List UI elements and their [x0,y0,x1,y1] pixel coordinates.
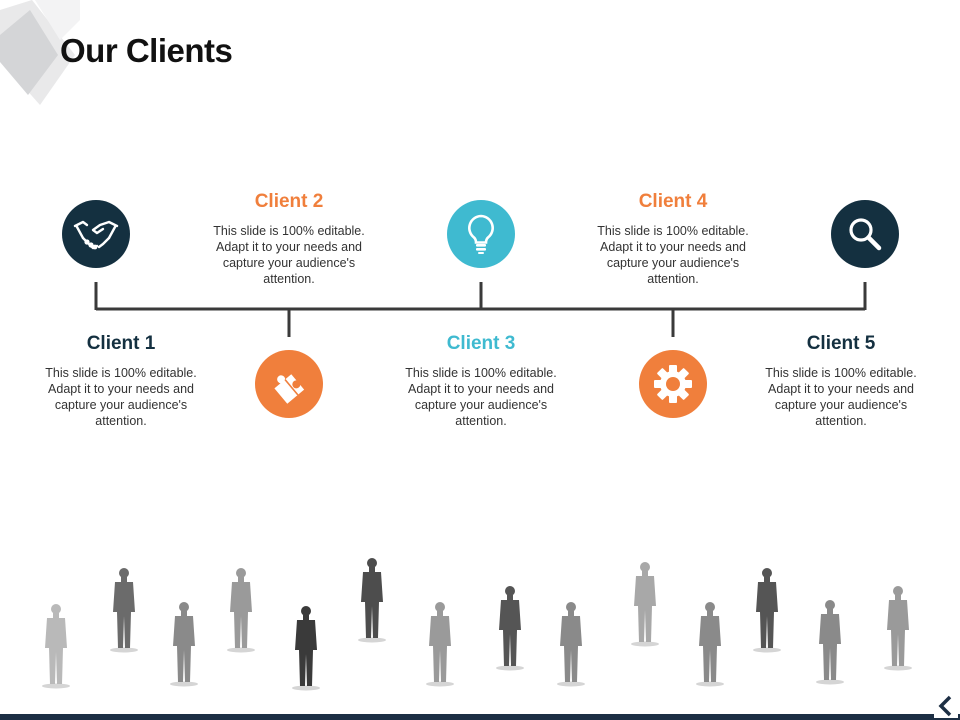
corner-decoration [0,0,80,105]
client-5-title: Client 5 [806,333,876,354]
client-3-title: Client 3 [446,333,516,354]
client-2-title: Client 2 [254,191,324,212]
client-4-icon-circle [639,350,707,418]
client-1-title: Client 1 [86,333,156,354]
lightbulb-icon [468,214,494,254]
client-4-title: Client 4 [638,191,708,212]
client-3-icon-circle [447,200,515,268]
client-1-icon-circle [62,200,130,268]
client-4-block: Client 4 This slide is 100% editable. Ad… [588,191,758,287]
client-3-block: Client 3 This slide is 100% editable. Ad… [396,333,566,429]
client-2-description: This slide is 100% editable. Adapt it to… [213,224,365,286]
gear-icon [654,365,692,403]
handshake-icon [73,220,119,250]
chevron-left-icon[interactable] [934,694,958,718]
client-1-description: This slide is 100% editable. Adapt it to… [45,366,197,428]
client-2-block: Client 2 This slide is 100% editable. Ad… [204,191,374,287]
client-4-description: This slide is 100% editable. Adapt it to… [597,224,749,286]
client-5-block: Client 5 This slide is 100% editable. Ad… [756,333,926,429]
search-icon [849,218,882,251]
client-3-description: This slide is 100% editable. Adapt it to… [405,366,557,428]
client-1-block: Client 1 This slide is 100% editable. Ad… [36,333,206,429]
client-5-icon-circle [831,200,899,268]
footer-bar [0,714,960,720]
puzzle-icon [274,374,305,404]
client-5-description: This slide is 100% editable. Adapt it to… [765,366,917,428]
person-figure [42,558,912,691]
page-title: Our Clients [60,32,233,69]
client-2-icon-circle [255,350,323,418]
